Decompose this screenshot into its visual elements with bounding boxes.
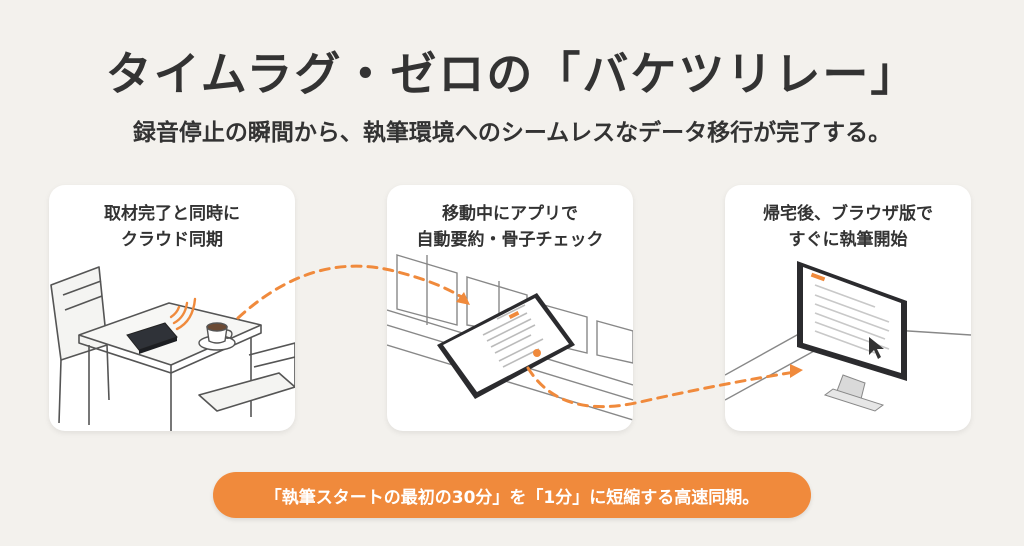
desk-monitor-illustration [725, 261, 971, 412]
page-subtitle: 録音停止の瞬間から、執筆環境へのシームレスなデータ移行が完了する。 [132, 120, 892, 146]
step-label-line2: すぐに執筆開始 [788, 230, 908, 250]
monitor-icon [797, 261, 907, 412]
page-title: タイムラグ・ゼロの「バケツリレー」 [105, 47, 919, 101]
step-label-line1: 移動中にアプリで [442, 204, 578, 224]
step-label-line2: クラウド同期 [121, 230, 223, 250]
step-card-cloud-sync: 取材完了と同時に クラウド同期 [49, 185, 295, 431]
cafe-table-illustration [50, 266, 295, 431]
step-card-mobile-summary: 移動中にアプリで 自動要約・骨子チェック [387, 185, 633, 431]
cursor-icon [869, 337, 884, 359]
coffee-cup-icon [198, 322, 236, 351]
step-label-line2: 自動要約・骨子チェック [416, 230, 604, 250]
step-label-line1: 帰宅後、ブラウザ版で [763, 204, 933, 224]
step-label-line1: 取材完了と同時に [104, 204, 240, 224]
summary-banner: 「執筆スタートの最初の30分」を「1分」に短縮する高速同期。 [213, 472, 811, 518]
wifi-icon [169, 297, 197, 331]
step-label: 帰宅後、ブラウザ版で すぐに執筆開始 [725, 201, 971, 253]
recorder-device-icon [126, 322, 178, 354]
step-label: 取材完了と同時に クラウド同期 [49, 201, 295, 253]
smartphone-icon [437, 293, 575, 399]
step-label: 移動中にアプリで 自動要約・骨子チェック [387, 201, 633, 253]
step-card-browser-writing: 帰宅後、ブラウザ版で すぐに執筆開始 [725, 185, 971, 431]
